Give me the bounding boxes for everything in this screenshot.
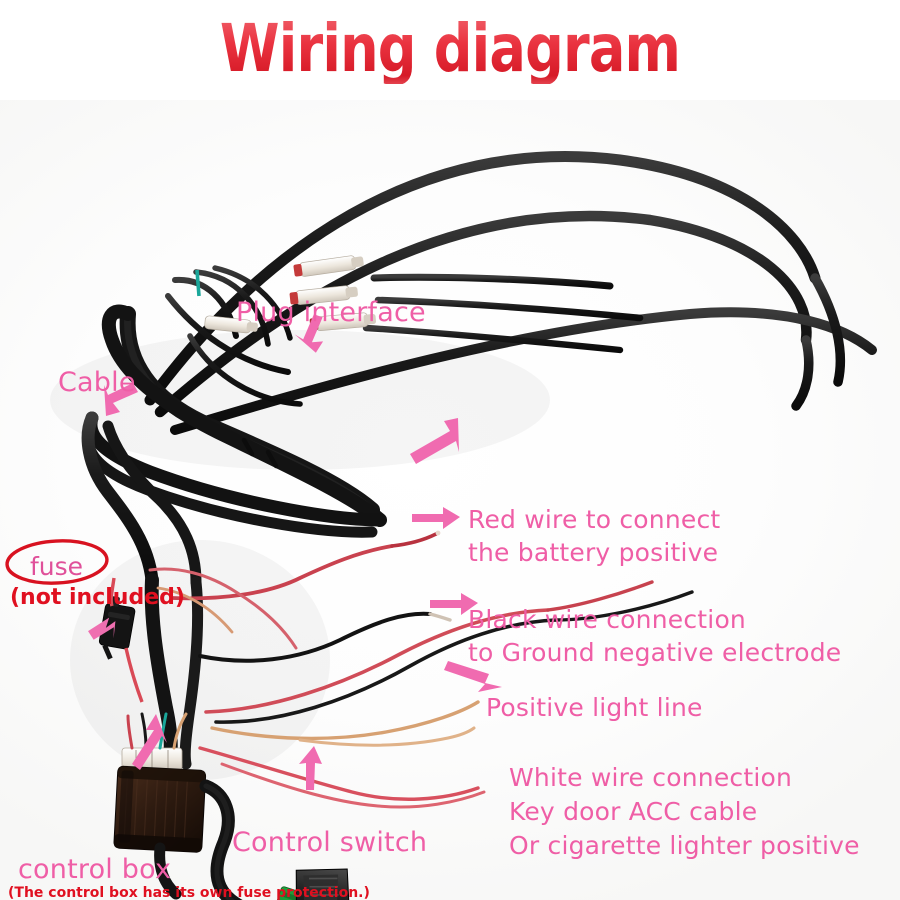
label-black-wire-line2: to Ground negative electrode bbox=[468, 638, 842, 667]
label-fuse: fuse bbox=[30, 552, 84, 581]
harness-head bbox=[81, 411, 204, 773]
harness-illustration bbox=[5, 151, 877, 900]
teal-wire-tip bbox=[195, 269, 201, 297]
inline-fuse-holder bbox=[98, 577, 144, 703]
wire-fan bbox=[148, 530, 694, 809]
arrow-plug-interface bbox=[294, 314, 324, 353]
arrow-control-switch bbox=[299, 746, 322, 790]
bullet-connectors bbox=[204, 255, 376, 334]
arrow-white-wire bbox=[444, 661, 502, 692]
label-white-wire-line2: Key door ACC cable bbox=[509, 797, 758, 826]
black-cable-loops bbox=[144, 151, 877, 435]
label-white-wire-line1: White wire connection bbox=[509, 763, 793, 792]
label-white-wire-line3: Or cigarette lighter positive bbox=[509, 831, 860, 860]
fuse-highlight-ellipse bbox=[5, 539, 109, 585]
control-switch-button bbox=[274, 868, 350, 900]
arrow-black-wire bbox=[412, 507, 460, 529]
arrow-cable bbox=[104, 383, 138, 416]
label-black-wire-line1: Black wire connection bbox=[468, 605, 746, 634]
plug-connector-group bbox=[165, 255, 644, 407]
note-not-included: (not included) bbox=[10, 585, 185, 610]
label-control-box: control box bbox=[18, 854, 172, 885]
label-positive-light-line: Positive light line bbox=[486, 693, 703, 722]
label-red-wire-line1: Red wire to connect bbox=[468, 505, 721, 534]
label-red-wire-line2: the battery positive bbox=[468, 538, 719, 567]
page-title: Wiring diagram bbox=[81, 14, 819, 84]
arrow-red-wire bbox=[410, 418, 459, 464]
arrow-fuse bbox=[88, 617, 116, 640]
label-control-switch: Control switch bbox=[232, 827, 428, 858]
arrow-positive-light bbox=[430, 593, 478, 615]
label-plug-interface: Plug interface bbox=[236, 297, 426, 328]
title-bar: Wiring diagram bbox=[0, 0, 900, 100]
harness-photo: Plug interface Cable Red wire to connect… bbox=[0, 100, 900, 900]
annotation-arrows bbox=[88, 314, 502, 790]
label-cable: Cable bbox=[58, 367, 136, 398]
arrow-control-box bbox=[132, 714, 167, 770]
note-control-box-fuse: (The control box has its own fuse protec… bbox=[8, 885, 370, 900]
